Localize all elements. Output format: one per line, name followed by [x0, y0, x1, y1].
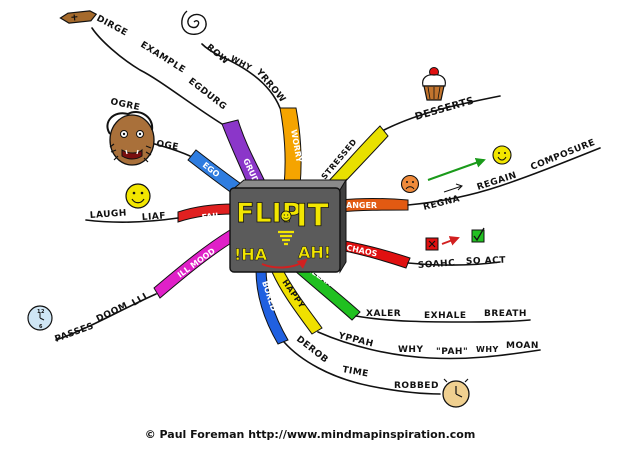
time-label: TIME — [341, 365, 369, 379]
exhale-label: EXHALE — [424, 311, 466, 321]
central-topic: FLIP IT !HA AH! — [229, 178, 347, 274]
branch-fail: FAIL — [177, 203, 235, 223]
smiley-icon — [280, 210, 292, 222]
yppah-label: YPPAH — [336, 331, 374, 350]
why-label: WHY — [229, 54, 253, 73]
central-sub-left: !HA — [234, 245, 268, 264]
tornado-icon — [278, 230, 294, 246]
clock-icon: 12 6 — [27, 305, 53, 331]
smiley-icon — [125, 183, 151, 209]
desserts-label: DESSERTS — [414, 95, 476, 122]
why-moan-label: WHY — [476, 345, 499, 354]
composure-label: COMPOSURE — [529, 138, 597, 173]
branch-anger-label: ANGER — [346, 201, 377, 210]
happy-face-icon — [492, 145, 512, 165]
pah-label: "PAH" — [436, 347, 468, 357]
xaler-label: XALER — [366, 309, 401, 319]
yrrow-label: YRROW — [253, 67, 287, 105]
soahc-label: SOAHC — [418, 258, 456, 271]
check-box-icon — [471, 227, 485, 243]
svg-text:12: 12 — [37, 309, 45, 315]
branch-ill-mood: ILL MOOD — [153, 229, 237, 299]
branch-chaos: CHAOS — [339, 239, 411, 269]
example-label: EXAMPLE — [138, 40, 187, 76]
angry-face-icon — [400, 174, 420, 194]
laugh-label: LAUGH — [90, 208, 128, 221]
cross-box-icon — [425, 237, 439, 251]
coffin-icon — [59, 10, 98, 24]
central-title-right: IT — [296, 198, 329, 234]
robbed-label: ROBBED — [394, 381, 439, 391]
moan-label: MOAN — [506, 341, 539, 351]
regain-label: REGAIN — [476, 171, 518, 193]
clock-icon — [442, 378, 470, 408]
branch-ill-mood-label: ILL MOOD — [176, 246, 217, 279]
central-sub-right: AH! — [298, 243, 331, 262]
egdurg-label: EGDURG — [186, 76, 228, 112]
lli-label: LLI — [131, 292, 150, 309]
doom-label: DOOM — [95, 301, 130, 325]
branch-fail-label: FAIL — [201, 211, 221, 222]
so-act-label: SO ACT — [466, 256, 507, 267]
spiral-icon — [181, 10, 207, 35]
breath-label: BREATH — [484, 309, 527, 319]
branch-anger: ANGER — [339, 198, 409, 213]
derob-label: DEROB — [294, 334, 330, 365]
dirge-label: DIRGE — [95, 14, 130, 39]
cupcake-icon — [422, 67, 446, 101]
oge-label: OGE — [155, 139, 179, 153]
liaf-label: LIAF — [142, 211, 167, 223]
branch-worry: WORRY — [279, 107, 304, 187]
copyright-footer: © Paul Foreman http://www.mindmapinspira… — [144, 428, 476, 441]
passes-label: PASSES — [54, 321, 96, 344]
ogre-face-icon — [106, 111, 155, 166]
regna-label: REGNA — [422, 194, 461, 213]
row-label: ROW — [204, 43, 230, 67]
central-title-left: FLIP — [236, 198, 301, 229]
flip-arrow-icon — [261, 258, 308, 269]
svg-text:6: 6 — [39, 324, 43, 330]
branch-chaos-label: CHAOS — [346, 243, 379, 258]
why-happy-label: WHY — [398, 345, 423, 355]
